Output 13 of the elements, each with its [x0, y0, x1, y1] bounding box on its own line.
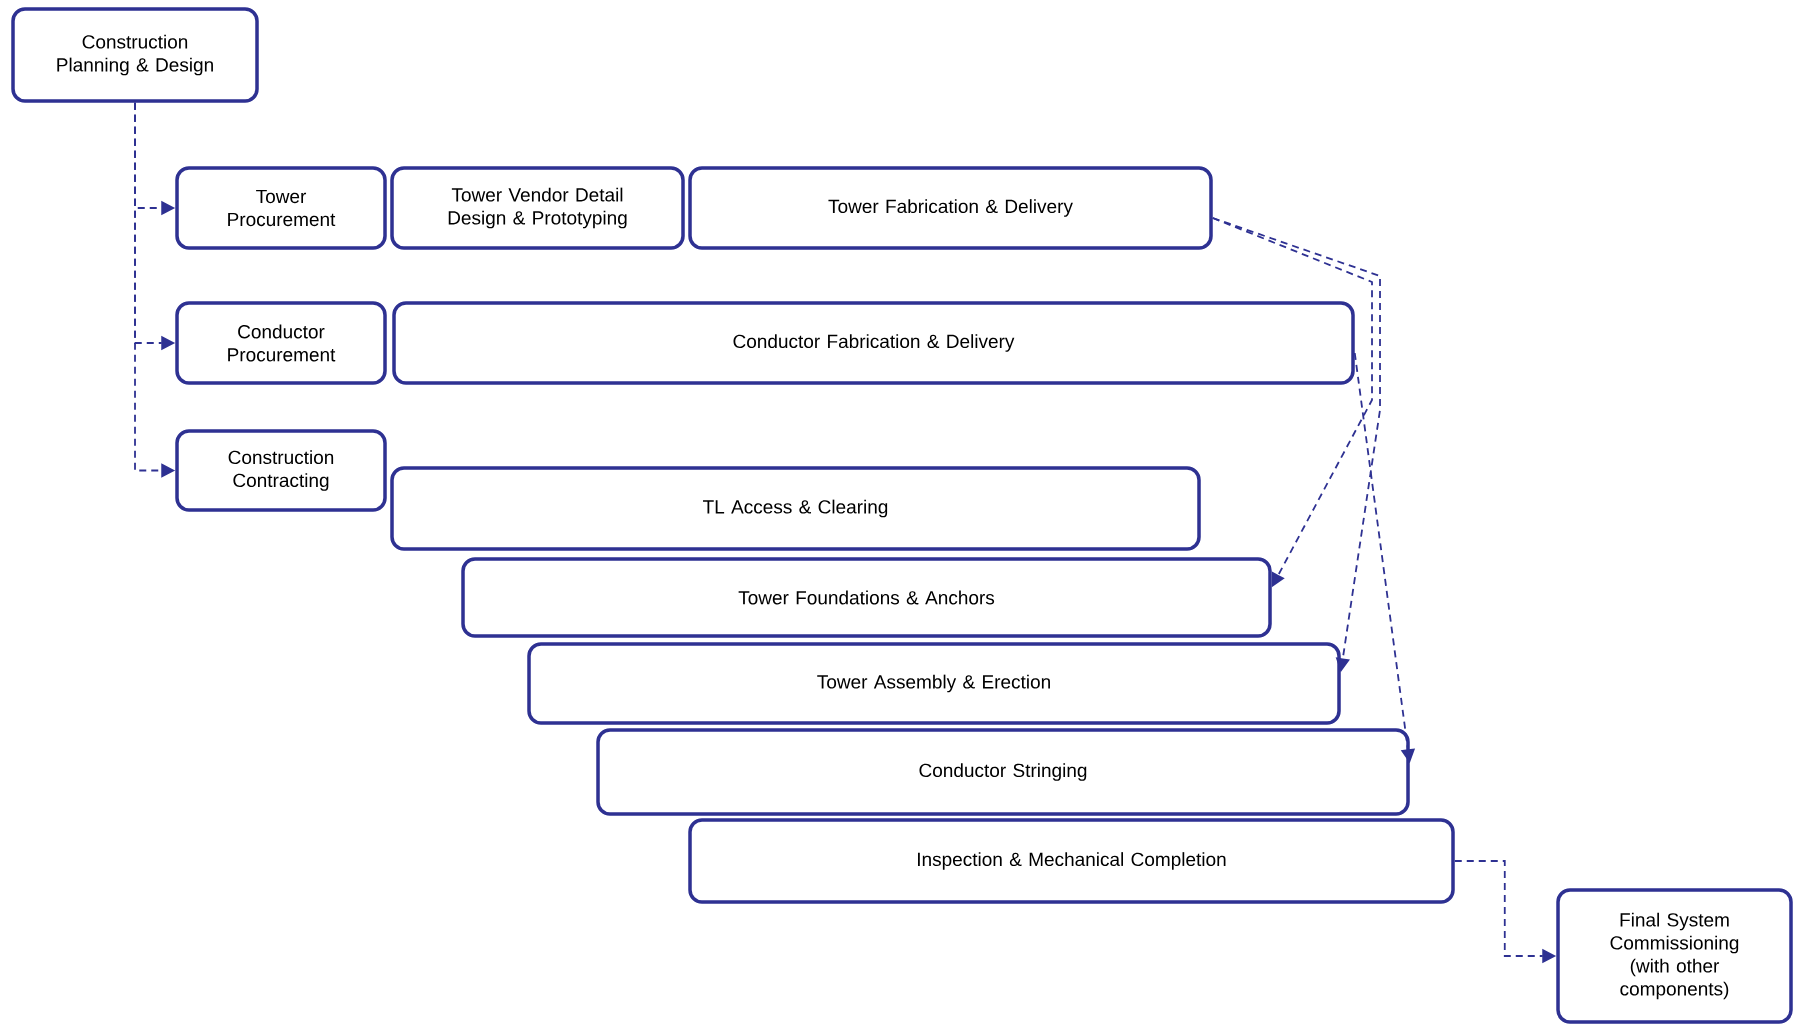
process-box: Final System Commissioning (with other components) — [1556, 888, 1793, 1024]
process-box: Conductor Procurement — [175, 301, 387, 385]
process-box: Tower Assembly & Erection — [527, 642, 1341, 725]
process-box: Construction Contracting — [175, 429, 387, 512]
process-box: TL Access & Clearing — [390, 466, 1201, 551]
process-box: Tower Procurement — [175, 166, 387, 250]
process-box: Construction Planning & Design — [11, 7, 259, 103]
process-box: Inspection & Mechanical Completion — [688, 818, 1455, 904]
process-box: Conductor Stringing — [596, 728, 1410, 816]
process-box: Conductor Fabrication & Delivery — [392, 301, 1355, 385]
process-box: Tower Foundations & Anchors — [461, 557, 1272, 638]
process-box: Tower Vendor Detail Design & Prototyping — [390, 166, 685, 250]
process-box: Tower Fabrication & Delivery — [688, 166, 1213, 250]
